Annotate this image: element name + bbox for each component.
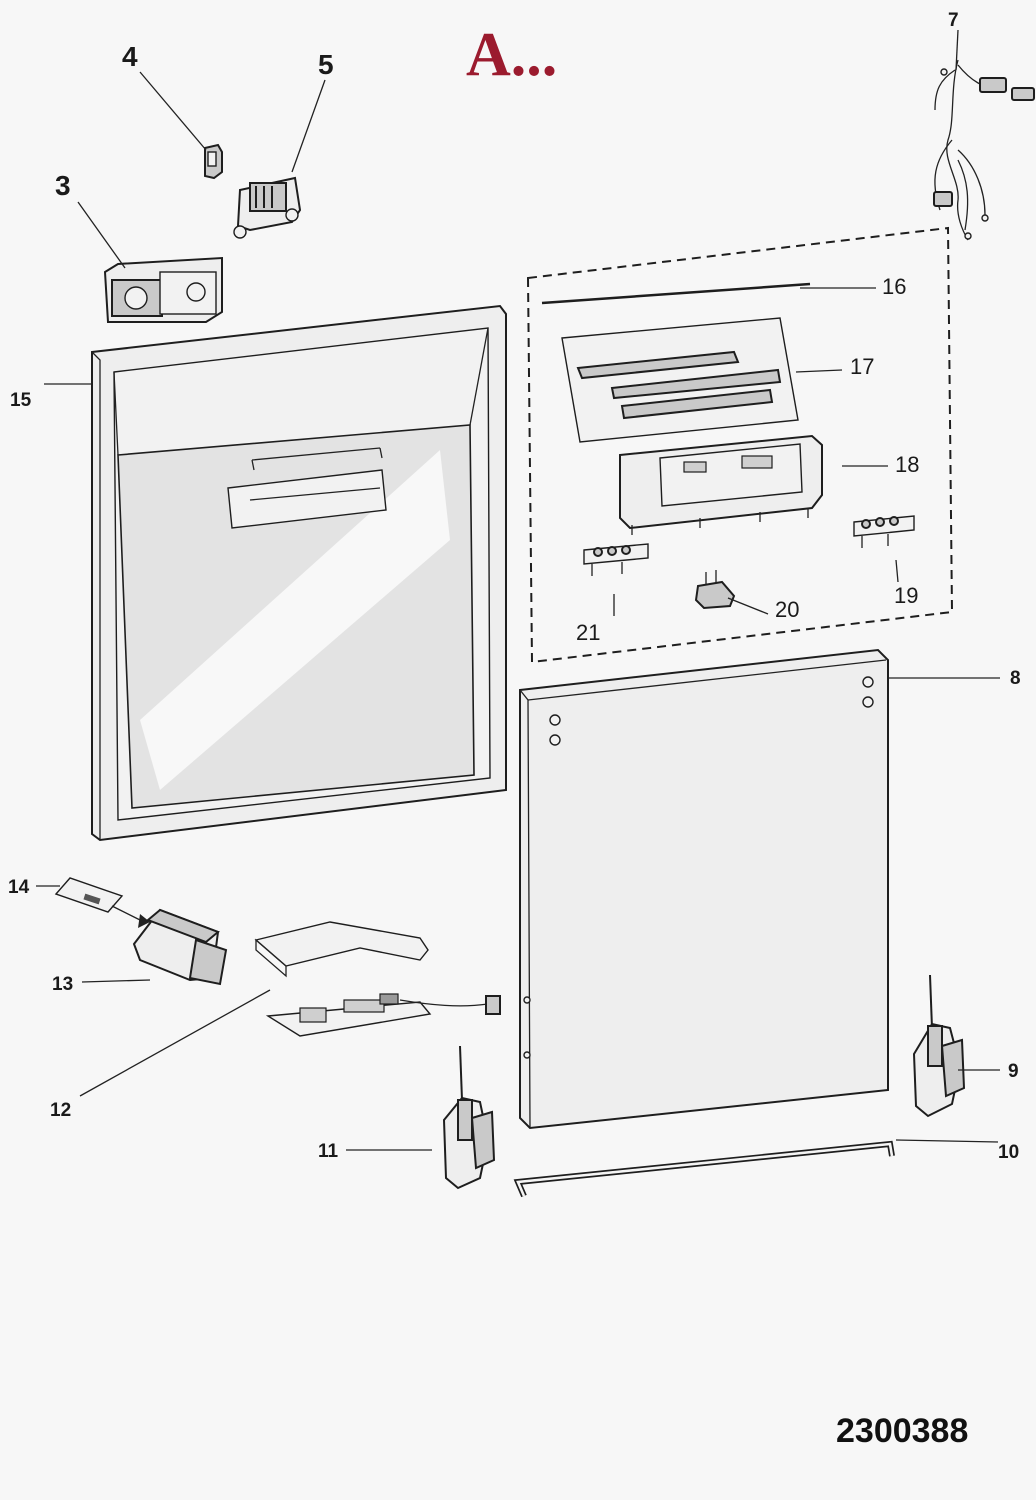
part-19-button-set[interactable] xyxy=(853,515,915,548)
part-label-19: 19 xyxy=(894,583,918,608)
part-label-21: 21 xyxy=(576,620,600,645)
part-18-control-housing[interactable] xyxy=(619,434,823,535)
leader-lines xyxy=(36,29,1000,1151)
part-label-11: 11 xyxy=(318,1141,339,1162)
part-13-module-box[interactable] xyxy=(132,908,228,986)
part-label-15: 15 xyxy=(10,390,32,411)
part-label-10: 10 xyxy=(998,1142,1019,1163)
part-label-3: 3 xyxy=(55,170,71,201)
part-label-12: 12 xyxy=(50,1100,71,1121)
part-5-door-lock[interactable] xyxy=(233,176,302,239)
part-21-button-set[interactable] xyxy=(583,543,649,576)
part-20-switch[interactable] xyxy=(694,570,736,610)
part-label-17: 17 xyxy=(850,354,874,379)
part-16-trim-strip[interactable] xyxy=(541,282,811,305)
part-label-8: 8 xyxy=(1010,668,1021,689)
part-label-14: 14 xyxy=(8,877,30,898)
part-8-outer-door[interactable] xyxy=(519,648,889,1130)
part-11-hinge-left[interactable] xyxy=(442,1045,496,1190)
control-panel-kit-box xyxy=(526,226,954,664)
part-label-7: 7 xyxy=(948,10,959,31)
part-15-inner-door[interactable] xyxy=(91,304,507,842)
part-14-label-card[interactable] xyxy=(54,877,150,928)
part-label-18: 18 xyxy=(895,452,919,477)
part-10-rod[interactable] xyxy=(513,1140,895,1198)
part-4-latch[interactable] xyxy=(204,143,223,180)
part-17-control-board[interactable] xyxy=(561,317,799,443)
part-9-hinge-right[interactable] xyxy=(912,974,966,1118)
part-label-20: 20 xyxy=(775,597,799,622)
part-12-electronic-board[interactable] xyxy=(254,921,501,1037)
part-3-dispenser[interactable] xyxy=(103,256,223,323)
part-label-16: 16 xyxy=(882,274,906,299)
diagram-title: A... xyxy=(466,21,557,89)
part-label-13: 13 xyxy=(52,974,73,995)
part-label-4: 4 xyxy=(122,41,138,72)
part-7-wiring-harness[interactable] xyxy=(933,59,1035,241)
part-label-9: 9 xyxy=(1008,1061,1019,1082)
part-label-5: 5 xyxy=(318,49,334,80)
drawing-number: 2300388 xyxy=(836,1412,968,1450)
